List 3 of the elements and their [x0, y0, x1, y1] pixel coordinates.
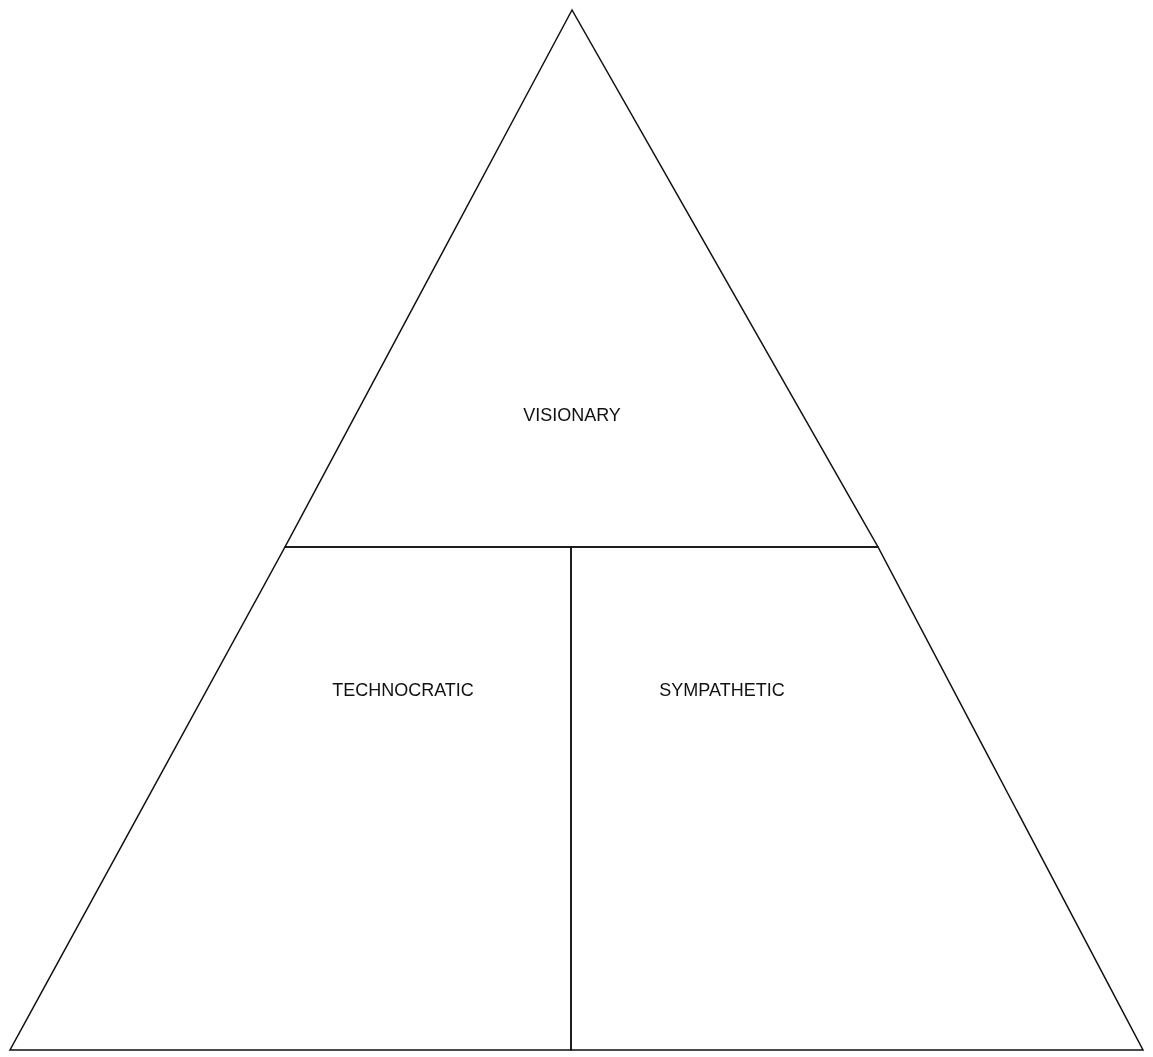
section-label: TECHNOCRATIC [332, 679, 474, 701]
section-label: VISIONARY [523, 404, 621, 426]
section-label: SYMPATHETIC [659, 679, 785, 701]
